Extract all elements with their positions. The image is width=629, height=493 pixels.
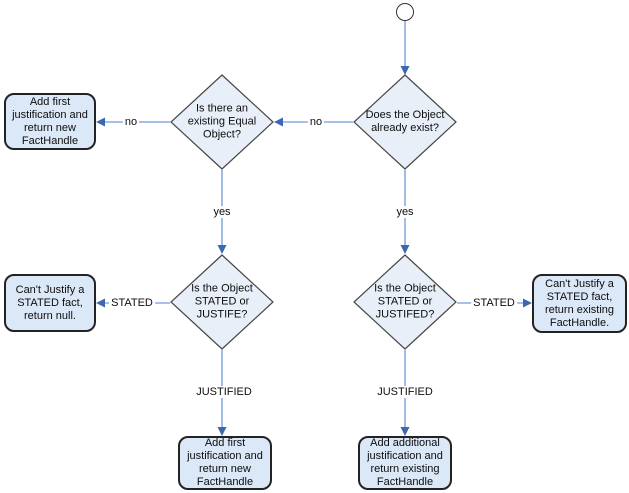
decision-stated-or-justife-label: Is the Object STATED or JUSTIFE? [191, 282, 253, 321]
action-add-first-justification-bottom-label: Add first justification and return new F… [187, 437, 263, 488]
decision-existing-equal-object: Is there an existing Equal Object? [170, 74, 274, 170]
decision-existing-equal-object-label: Is there an existing Equal Object? [187, 102, 257, 141]
diamond-shape [353, 74, 457, 170]
action-cant-justify-return-existing: Can't Justify a STATED fact, return exis… [532, 274, 627, 333]
action-add-first-justification-top-label: Add first justification and return new F… [12, 95, 88, 147]
edge-label-justified-right: JUSTIFIED [375, 386, 435, 398]
edge-label-yes-right: yes [394, 206, 416, 218]
decision-object-already-exists: Does the Object already exist? [353, 74, 457, 170]
edge-label-no-left: no [122, 116, 140, 128]
edge-label-no-mid: no [307, 116, 325, 128]
decision-stated-or-justife: Is the Object STATED or JUSTIFE? [170, 254, 274, 350]
decision-stated-or-justifed-label: Is the Object STATED or JUSTIFED? [374, 282, 436, 321]
diamond-shape [170, 254, 274, 350]
diamond-shape [170, 74, 274, 170]
action-add-first-justification-top: Add first justification and return new F… [4, 93, 96, 150]
action-cant-justify-return-null-label: Can't Justify a STATED fact, return null… [15, 283, 85, 322]
edge-start-to-exist [400, 21, 410, 75]
action-add-additional-justification: Add additional justification and return … [358, 436, 452, 490]
diamond-shape [353, 254, 457, 350]
edge-label-justified-left: JUSTIFIED [194, 386, 254, 398]
edge-label-stated-right: STATED [471, 297, 517, 309]
start-node [396, 3, 414, 21]
action-cant-justify-return-null: Can't Justify a STATED fact, return null… [4, 274, 96, 332]
action-cant-justify-return-existing-label: Can't Justify a STATED fact, return exis… [544, 277, 615, 329]
action-add-first-justification-bottom: Add first justification and return new F… [178, 436, 272, 490]
edge-label-yes-left: yes [211, 206, 233, 218]
decision-object-already-exists-label: Does the Object already exist? [365, 109, 445, 134]
edge-label-stated-left: STATED [109, 297, 155, 309]
decision-stated-or-justifed: Is the Object STATED or JUSTIFED? [353, 254, 457, 350]
action-add-additional-justification-label: Add additional justification and return … [367, 437, 443, 488]
